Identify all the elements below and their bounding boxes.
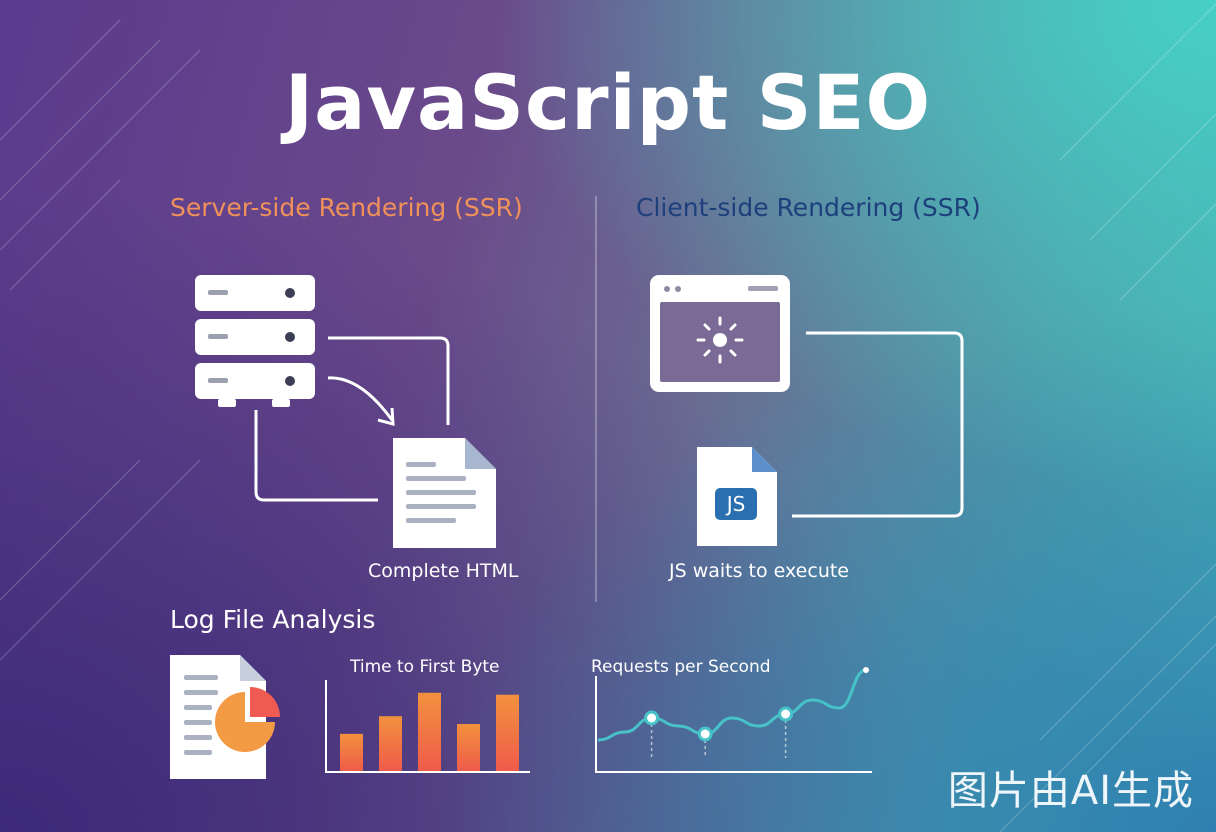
ttfb-bar <box>379 716 402 771</box>
page-title: JavaScript SEO <box>284 58 932 147</box>
csr-diagram <box>650 275 964 546</box>
html-document-icon <box>393 438 496 548</box>
ttfb-bar <box>496 694 519 771</box>
log-analysis-title: Log File Analysis <box>170 605 376 634</box>
js-badge: JS <box>715 488 757 520</box>
rps-point <box>863 667 869 673</box>
ttfb-bar <box>418 692 441 771</box>
ssr-connectors <box>254 336 450 502</box>
section-divider <box>595 196 597 602</box>
loading-spinner-icon <box>696 316 744 364</box>
ai-generated-watermark: 图片由AI生成 <box>947 768 1194 814</box>
csr-caption: JS waits to execute <box>669 560 849 582</box>
rps-line-chart <box>595 667 872 773</box>
rps-axis <box>595 676 872 773</box>
rps-point <box>697 726 713 742</box>
ttfb-axis <box>325 680 530 773</box>
rps-series-line <box>597 668 867 742</box>
ssr-heading: Server-side Rendering (SSR) <box>170 193 523 222</box>
rps-point <box>644 710 660 726</box>
ssr-caption: Complete HTML <box>368 560 519 582</box>
csr-heading: Client-side Rendering (SSR) <box>636 193 981 222</box>
csr-connector <box>792 331 964 518</box>
rps-chart-title: Requests per Second <box>591 657 771 677</box>
rps-point <box>778 706 794 722</box>
ttfb-bar-chart <box>325 680 530 773</box>
server-icon <box>195 275 315 407</box>
ttfb-bar <box>340 733 363 771</box>
report-icon <box>170 655 280 779</box>
ttfb-bar <box>457 724 480 771</box>
ttfb-chart-title: Time to First Byte <box>350 657 500 677</box>
ssr-diagram <box>195 275 496 548</box>
